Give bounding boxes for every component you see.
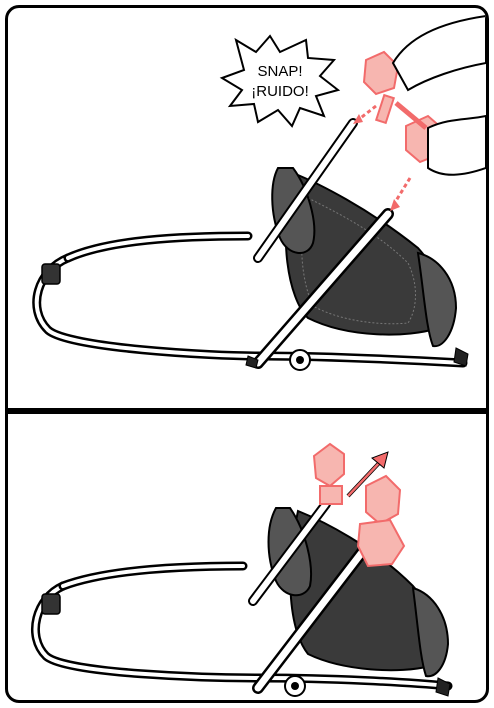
- side-pad: [411, 586, 450, 678]
- canopy-arm-right: [356, 474, 406, 568]
- panel-attach-step: SNAP! ¡RUIDO!: [8, 8, 486, 408]
- attach-illustration: SNAP! ¡RUIDO!: [32, 14, 486, 371]
- hand-lower: [427, 114, 486, 176]
- lift-arrow: [346, 451, 389, 498]
- panel-divider: [8, 408, 486, 414]
- callout-line1: SNAP!: [257, 63, 302, 80]
- left-back-tube: [248, 499, 331, 606]
- frame-clip: [41, 263, 61, 285]
- insert-arrow-left: [353, 104, 377, 124]
- snap-callout: SNAP! ¡RUIDO!: [219, 34, 341, 128]
- release-illustration: [31, 442, 453, 697]
- canopy-arm-left: [362, 50, 400, 125]
- instruction-frame: SNAP! ¡RUIDO!: [5, 5, 489, 703]
- insert-arrow-right: [390, 177, 412, 211]
- callout-line2: ¡RUIDO!: [251, 83, 309, 100]
- foot: [453, 347, 469, 367]
- right-back-tube: [252, 208, 394, 369]
- left-back-tube: [253, 118, 358, 263]
- frame-clip: [41, 593, 61, 615]
- canopy-arm-left: [312, 442, 345, 505]
- side-pad: [416, 251, 458, 348]
- panel-release-step: [8, 416, 486, 700]
- foot: [435, 677, 451, 697]
- right-back-tube: [252, 545, 369, 694]
- hand-upper: [391, 14, 486, 92]
